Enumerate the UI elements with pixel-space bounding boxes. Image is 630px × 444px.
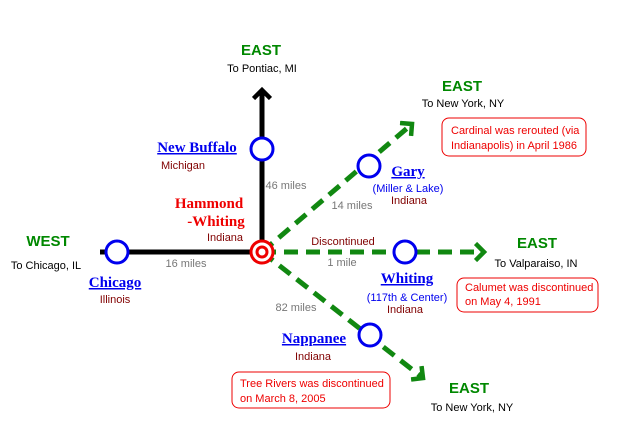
hub-name-line2: -Whiting (187, 214, 245, 230)
east-destination: To Valparaiso, IN (495, 258, 578, 270)
distance-chicago: 16 miles (166, 258, 207, 270)
svg-text:on March 8, 2005: on March 8, 2005 (240, 393, 326, 405)
note-cardinal: Cardinal was rerouted (via Indianapolis)… (441, 117, 587, 157)
station-whiting-state: Indiana (387, 304, 424, 316)
station-gary-link[interactable]: Gary (391, 164, 425, 180)
distance-new-buffalo: 46 miles (266, 180, 307, 192)
station-nappanee-state: Indiana (295, 351, 332, 363)
station-gary-detail: (Miller & Lake) (373, 183, 444, 195)
distance-gary: 14 miles (332, 200, 373, 212)
distance-whiting: 1 mile (327, 257, 356, 269)
route-northeast (260, 124, 412, 254)
station-new-buffalo-link[interactable]: New Buffalo (157, 140, 237, 156)
distance-nappanee: 82 miles (276, 302, 317, 314)
north-destination: To Pontiac, MI (227, 63, 297, 75)
whiting-status: Discontinued (311, 236, 375, 248)
svg-text:Indianapolis) in April 1986: Indianapolis) in April 1986 (451, 140, 577, 152)
hub-state: Indiana (207, 232, 244, 244)
route-southeast (260, 250, 423, 378)
station-new-buffalo-marker[interactable] (249, 136, 275, 162)
west-destination: To Chicago, IL (11, 260, 81, 272)
southeast-destination: To New York, NY (431, 402, 514, 414)
southeast-direction: EAST (449, 380, 489, 397)
hub-name-line1: Hammond (175, 196, 244, 212)
north-direction: EAST (241, 42, 281, 59)
station-chicago-state: Illinois (100, 294, 131, 306)
station-nappanee-marker[interactable] (357, 322, 383, 348)
station-chicago-marker[interactable] (104, 239, 130, 265)
station-nappanee-link[interactable]: Nappanee (282, 331, 347, 347)
svg-text:Cardinal was rerouted (via: Cardinal was rerouted (via (451, 125, 580, 137)
station-gary-marker[interactable] (356, 153, 382, 179)
northeast-direction: EAST (442, 78, 482, 95)
svg-text:Calumet was discontinued: Calumet was discontinued (465, 282, 593, 294)
station-chicago-link[interactable]: Chicago (89, 275, 142, 291)
station-whiting-detail: (117th & Center) (367, 292, 448, 304)
hub-marker-inner (255, 245, 269, 259)
west-direction: WEST (26, 233, 69, 250)
station-new-buffalo-state: Michigan (161, 160, 205, 172)
station-whiting-marker[interactable] (392, 239, 418, 265)
east-direction: EAST (517, 235, 557, 252)
station-gary-state: Indiana (391, 195, 428, 207)
svg-text:on May 4, 1991: on May 4, 1991 (465, 296, 541, 308)
svg-text:Tree Rivers was discontinued: Tree Rivers was discontinued (240, 378, 384, 390)
note-calumet: Calumet was discontinued on May 4, 1991 (456, 277, 599, 313)
northeast-destination: To New York, NY (422, 98, 505, 110)
station-whiting-link[interactable]: Whiting (381, 271, 434, 287)
note-tree-rivers: Tree Rivers was discontinued on March 8,… (231, 371, 391, 409)
